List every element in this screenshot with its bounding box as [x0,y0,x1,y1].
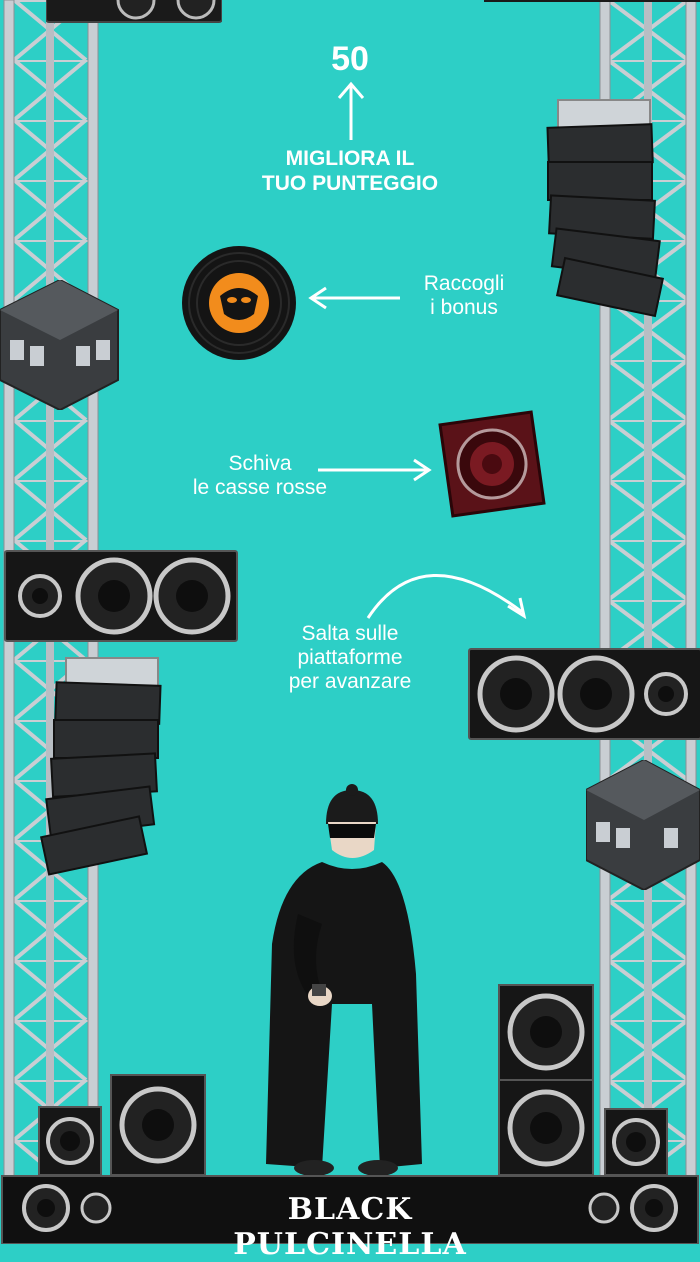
hint-collect-line-2: i bonus [430,296,498,319]
player-character-pulcinella [266,784,422,1176]
arrow-up-icon [337,81,365,140]
stage-speaker-small-left [38,1106,102,1176]
line-array-speaker-right [546,99,665,318]
stage-speaker-medium-left [110,1074,206,1176]
line-array-speaker-left [39,657,162,876]
red-speaker-crate-hazard [438,410,546,518]
bonus-vinyl-record[interactable] [180,244,298,362]
score-counter: 50 [331,40,369,78]
stage-speaker-small-right [604,1108,668,1176]
stage-base [1,1175,699,1244]
top-speaker-platform-right [484,0,700,2]
speaker-platform-left [4,550,238,642]
truss-block-right [586,760,700,890]
headline: MIGLIORA IL TUO PUNTEGGIO [200,146,500,196]
hint-dodge-red-crates: Schiva le casse rosse [160,452,360,500]
stage-speaker-tower-right [498,984,594,1176]
hint-dodge-line-1: Schiva [228,452,292,475]
brand-logo-text: BLACK PULCINELLA [233,1192,467,1262]
hint-jump-line-3: per avanzare [288,670,412,693]
headline-line-2: TUO PUNTEGGIO [261,172,439,195]
hint-jump-line-1: Salta sulle [301,622,399,645]
top-speaker-platform-left [46,0,222,23]
hint-collect-bonus: Raccogli i bonus [400,272,528,320]
hint-collect-line-1: Raccogli [423,272,505,295]
jump-arc-arrow-icon [366,573,527,620]
arrow-left-icon [308,286,400,310]
hint-jump-platforms: Salta sulle piattaforme per avanzare [250,622,450,694]
truss-block-left [0,280,119,410]
arrow-right-icon [318,458,432,482]
speaker-platform-right [468,648,700,740]
headline-line-1: MIGLIORA IL [285,147,415,170]
hint-dodge-line-2: le casse rosse [192,476,328,499]
hint-jump-line-2: piattaforme [297,646,403,669]
